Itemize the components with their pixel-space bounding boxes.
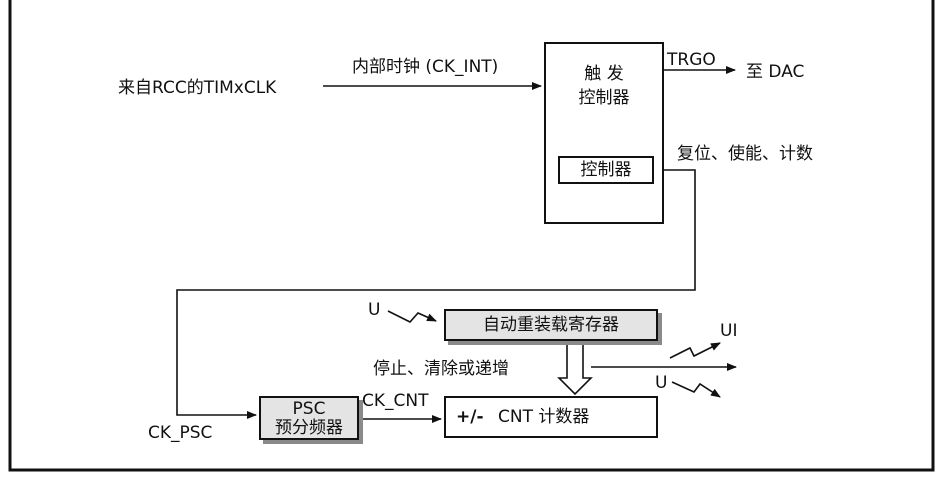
auto-reload-register-label: 自动重装载寄存器 — [483, 315, 619, 335]
auto-reload-register-box: 自动重装载寄存器 — [444, 309, 658, 341]
internal-clock-label: 内部时钟 (CK_INT) — [352, 57, 499, 77]
u-label-top: U — [368, 300, 381, 320]
reset-enable-count-label: 复位、使能、计数 — [677, 144, 813, 164]
cnt-counter-box: +/- CNT 计数器 — [444, 396, 658, 438]
reload-to-counter-hollow-arrow — [557, 338, 593, 396]
trigger-controller-title-line2: 控制器 — [578, 88, 630, 108]
trigger-controller-box: 触 发 控制器 控制器 — [544, 42, 664, 224]
ck-cnt-label: CK_CNT — [362, 391, 429, 411]
u-lightning-arrow-bottom — [671, 381, 721, 398]
controller-inner-label: 控制器 — [580, 160, 632, 180]
controller-inner-box: 控制器 — [558, 156, 654, 184]
u-label-bottom: U — [655, 373, 668, 393]
psc-box-line2: 预分频器 — [275, 418, 343, 438]
psc-prescaler-box: PSC 预分频器 — [259, 396, 359, 440]
psc-box-line1: PSC — [292, 399, 326, 419]
cnt-counter-label: CNT 计数器 — [498, 407, 590, 427]
cnt-counter-sign: +/- — [456, 407, 484, 427]
trigger-controller-title-line1: 触 发 — [584, 64, 624, 84]
stop-clear-increment-label: 停止、清除或递增 — [373, 359, 509, 379]
u-event-arrow-top — [387, 310, 437, 323]
trgo-label: TRGO — [667, 50, 716, 70]
control-to-psc-line — [176, 169, 696, 419]
ck-psc-label: CK_PSC — [148, 423, 213, 443]
source-clock-label: 来自RCC的TIMxCLK — [118, 78, 277, 98]
outer-frame — [8, 0, 935, 472]
ui-label: UI — [720, 321, 738, 341]
dac-label: 至 DAC — [746, 62, 805, 82]
ui-lightning-arrow — [669, 342, 721, 359]
